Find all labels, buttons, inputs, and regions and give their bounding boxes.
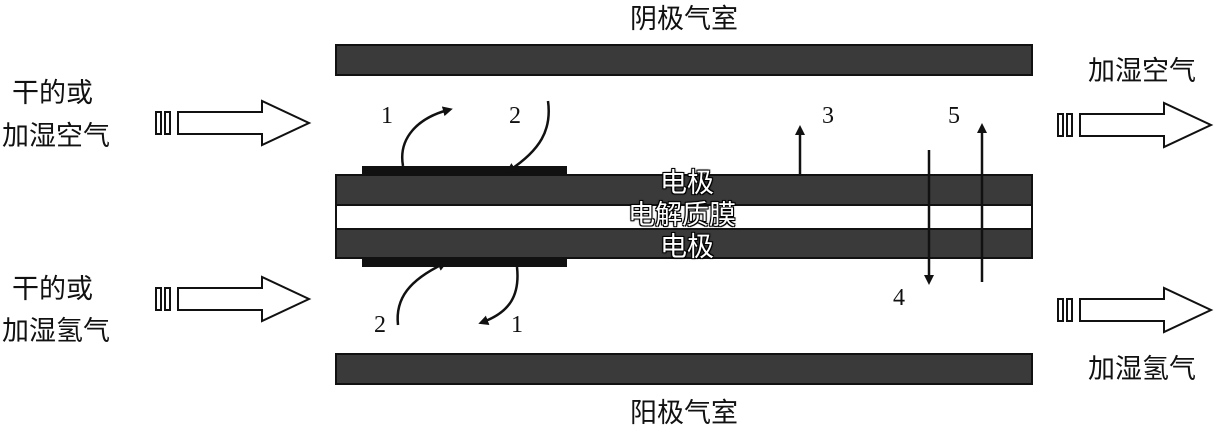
catalyst-strip-bottom bbox=[362, 258, 567, 267]
anode-chamber-label: 阳极气室 bbox=[630, 398, 738, 429]
membrane-label: 电解质膜 bbox=[628, 200, 736, 231]
marker-1-top: 1 bbox=[381, 103, 393, 129]
outlet-arrow-bottom bbox=[1057, 286, 1214, 334]
electrode-top-layer bbox=[335, 174, 1033, 206]
inlet-bottom-label-line1: 干的或 bbox=[12, 274, 93, 305]
marker-2-bottom: 2 bbox=[374, 312, 386, 338]
arrow-1-bottom bbox=[478, 266, 519, 325]
cathode-chamber-label: 阴极气室 bbox=[630, 4, 738, 35]
inlet-arrow-top bbox=[155, 99, 312, 147]
outlet-top-label: 加湿空气 bbox=[1088, 56, 1196, 87]
marker-3: 3 bbox=[822, 103, 834, 129]
marker-5: 5 bbox=[948, 103, 960, 129]
anode-plate bbox=[335, 353, 1033, 385]
arrow-1-top bbox=[400, 106, 453, 167]
electrode-top-label: 电极 bbox=[660, 168, 714, 199]
inlet-arrow-bottom bbox=[155, 275, 312, 323]
electrode-bottom-layer bbox=[335, 228, 1033, 259]
electrode-bottom-label: 电极 bbox=[660, 232, 714, 263]
catalyst-strip-top bbox=[362, 166, 567, 175]
marker-4: 4 bbox=[893, 285, 905, 311]
arrow-2-top bbox=[505, 100, 550, 173]
cathode-plate bbox=[335, 44, 1033, 76]
outlet-arrow-top bbox=[1057, 101, 1214, 149]
inlet-bottom-label-line2: 加湿氢气 bbox=[2, 316, 110, 347]
arrow-2-bottom bbox=[396, 261, 448, 326]
outlet-bottom-label: 加湿氢气 bbox=[1088, 354, 1196, 385]
marker-2-top: 2 bbox=[509, 103, 521, 129]
marker-1-bottom: 1 bbox=[511, 312, 523, 338]
inlet-top-label-line2: 加湿空气 bbox=[2, 121, 110, 152]
inlet-top-label-line1: 干的或 bbox=[12, 78, 93, 109]
